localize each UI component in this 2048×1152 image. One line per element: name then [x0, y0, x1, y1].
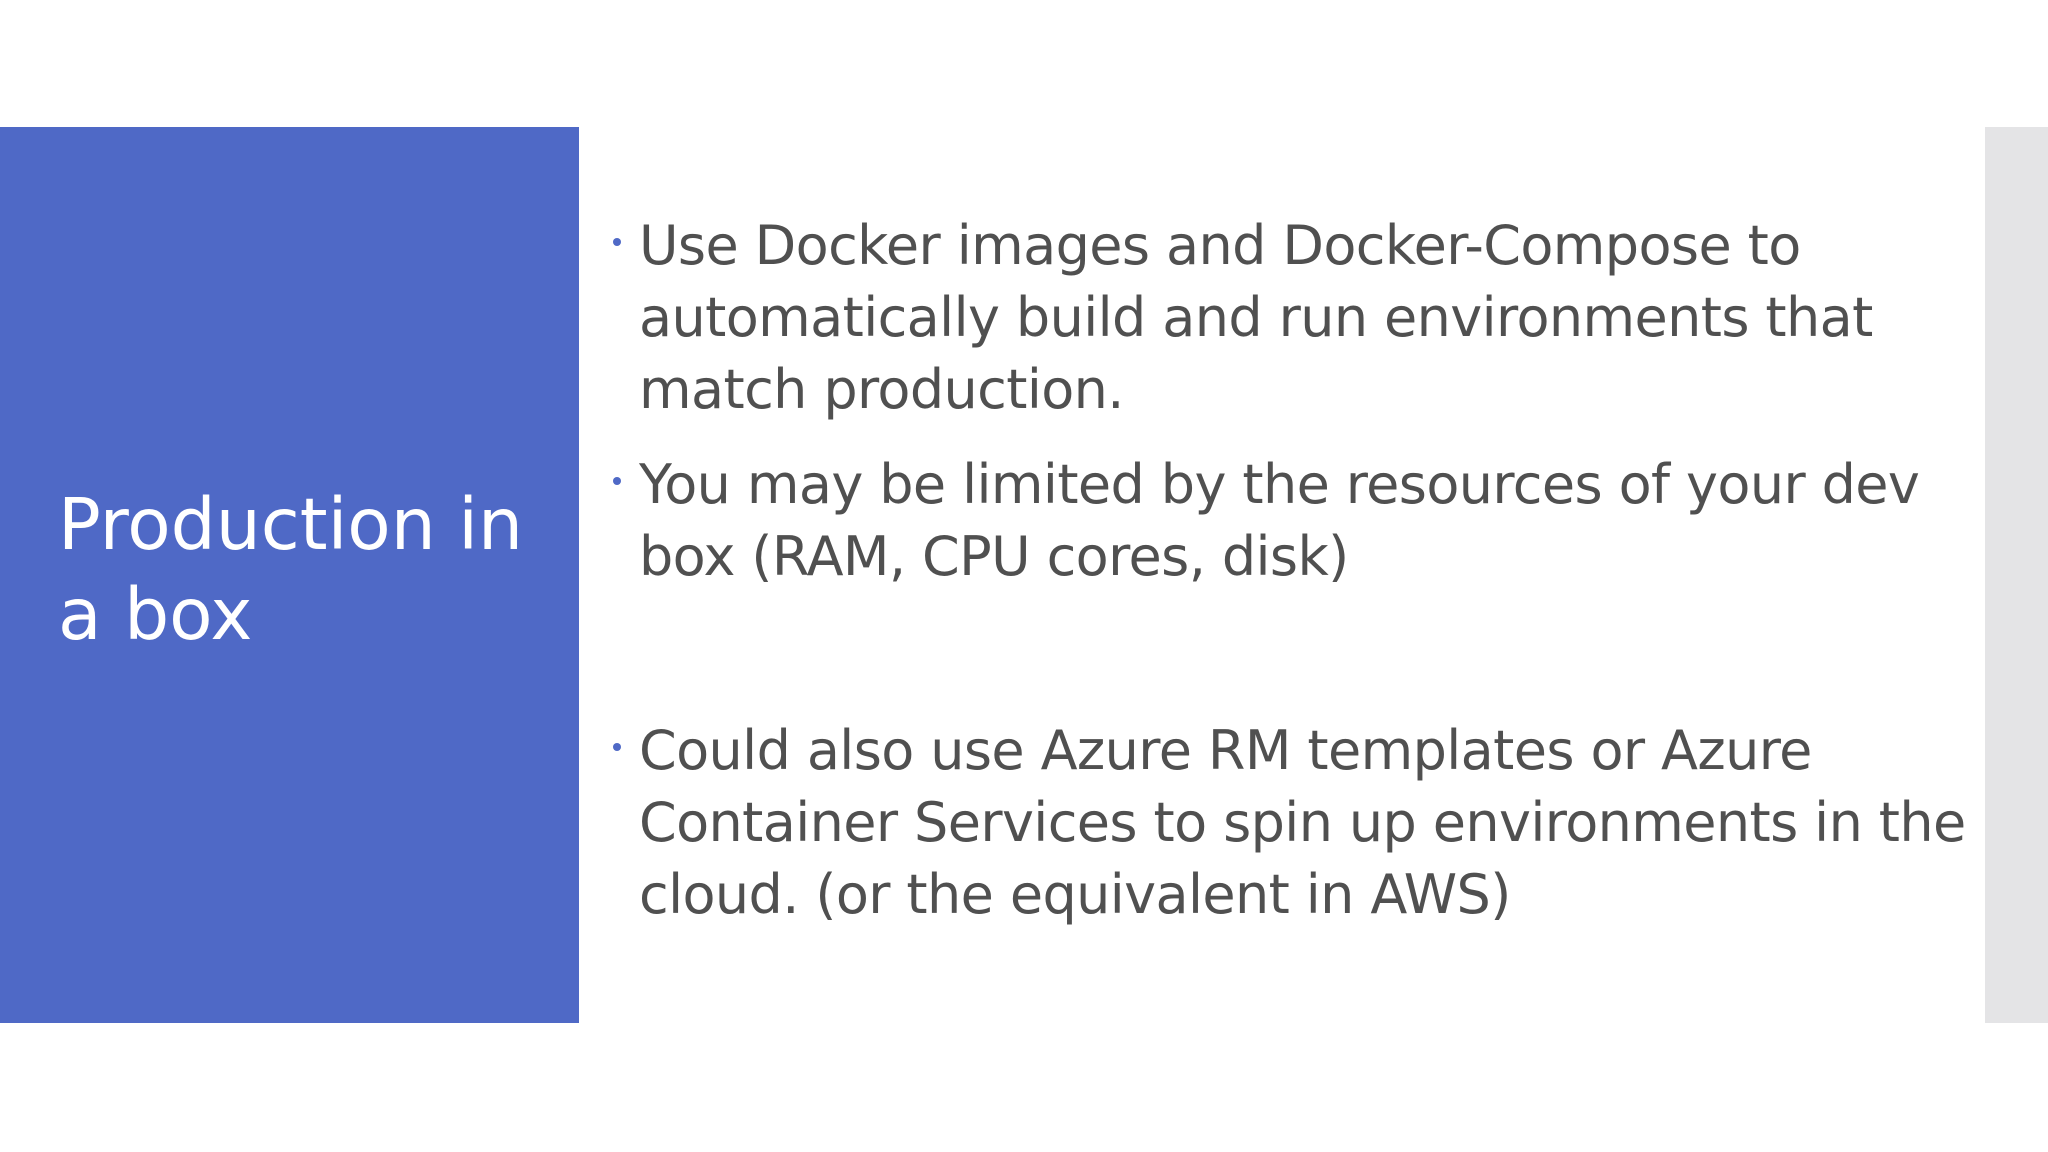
bullet-text: Could also use Azure RM templates or Azu… — [639, 719, 1966, 926]
right-accent-strip — [1985, 127, 2048, 1023]
title-panel — [0, 127, 579, 1023]
bullet-item: Use Docker images and Docker-Compose to … — [609, 210, 1979, 426]
bullet-list: Use Docker images and Docker-Compose to … — [609, 210, 1979, 931]
bullet-dot-icon — [613, 743, 621, 751]
bullet-dot-icon — [613, 238, 621, 246]
bullet-item: Could also use Azure RM templates or Azu… — [609, 715, 1979, 931]
bullet-text: Use Docker images and Docker-Compose to … — [639, 214, 1873, 421]
bullet-item: You may be limited by the resources of y… — [609, 449, 1979, 593]
bullet-dot-icon — [613, 477, 621, 485]
slide-title: Production in a box — [58, 483, 524, 656]
bullet-text: You may be limited by the resources of y… — [639, 453, 1920, 588]
